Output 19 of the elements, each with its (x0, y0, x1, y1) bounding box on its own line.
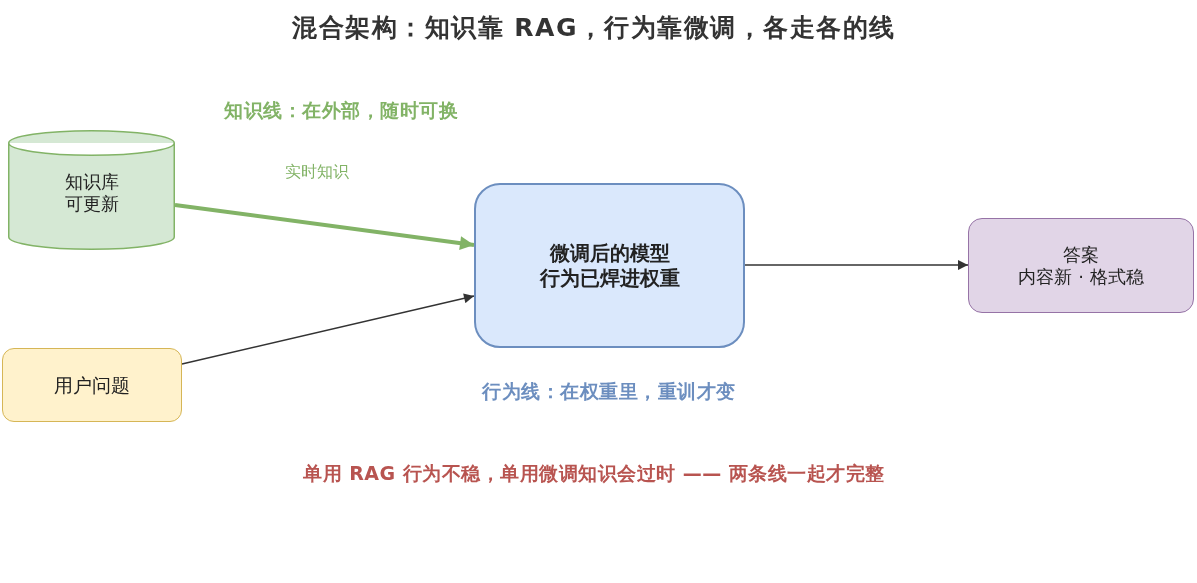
arrow (744, 260, 969, 270)
annotation-text: 单用 RAG 行为不稳，单用微调知识会过时 —— 两条线一起才完整 (303, 461, 885, 486)
node-text: 知识库 (64, 171, 119, 193)
process-box (2, 348, 182, 422)
annotation-text: 知识线：在外部，随时可换 (224, 98, 458, 123)
node-text: 可更新 (64, 193, 119, 215)
node-text: 行为已焊进权重 (539, 265, 680, 291)
node-text: 内容新 · 格式稳 (1018, 265, 1144, 288)
arrow (181, 293, 475, 365)
node-text: 答案 (1063, 243, 1099, 266)
arrow (174, 203, 475, 251)
annotation-text: 行为线：在权重里，重训才变 (482, 379, 736, 404)
database-cylinder (8, 130, 175, 250)
edge-label: 实时知识 (282, 161, 351, 183)
output-box (968, 218, 1194, 313)
model-box (474, 183, 745, 348)
diagram-title: 混合架构：知识靠 RAG，行为靠微调，各走各的线 (292, 11, 896, 44)
node-text: 用户问题 (54, 374, 130, 396)
node-text: 微调后的模型 (549, 240, 670, 266)
